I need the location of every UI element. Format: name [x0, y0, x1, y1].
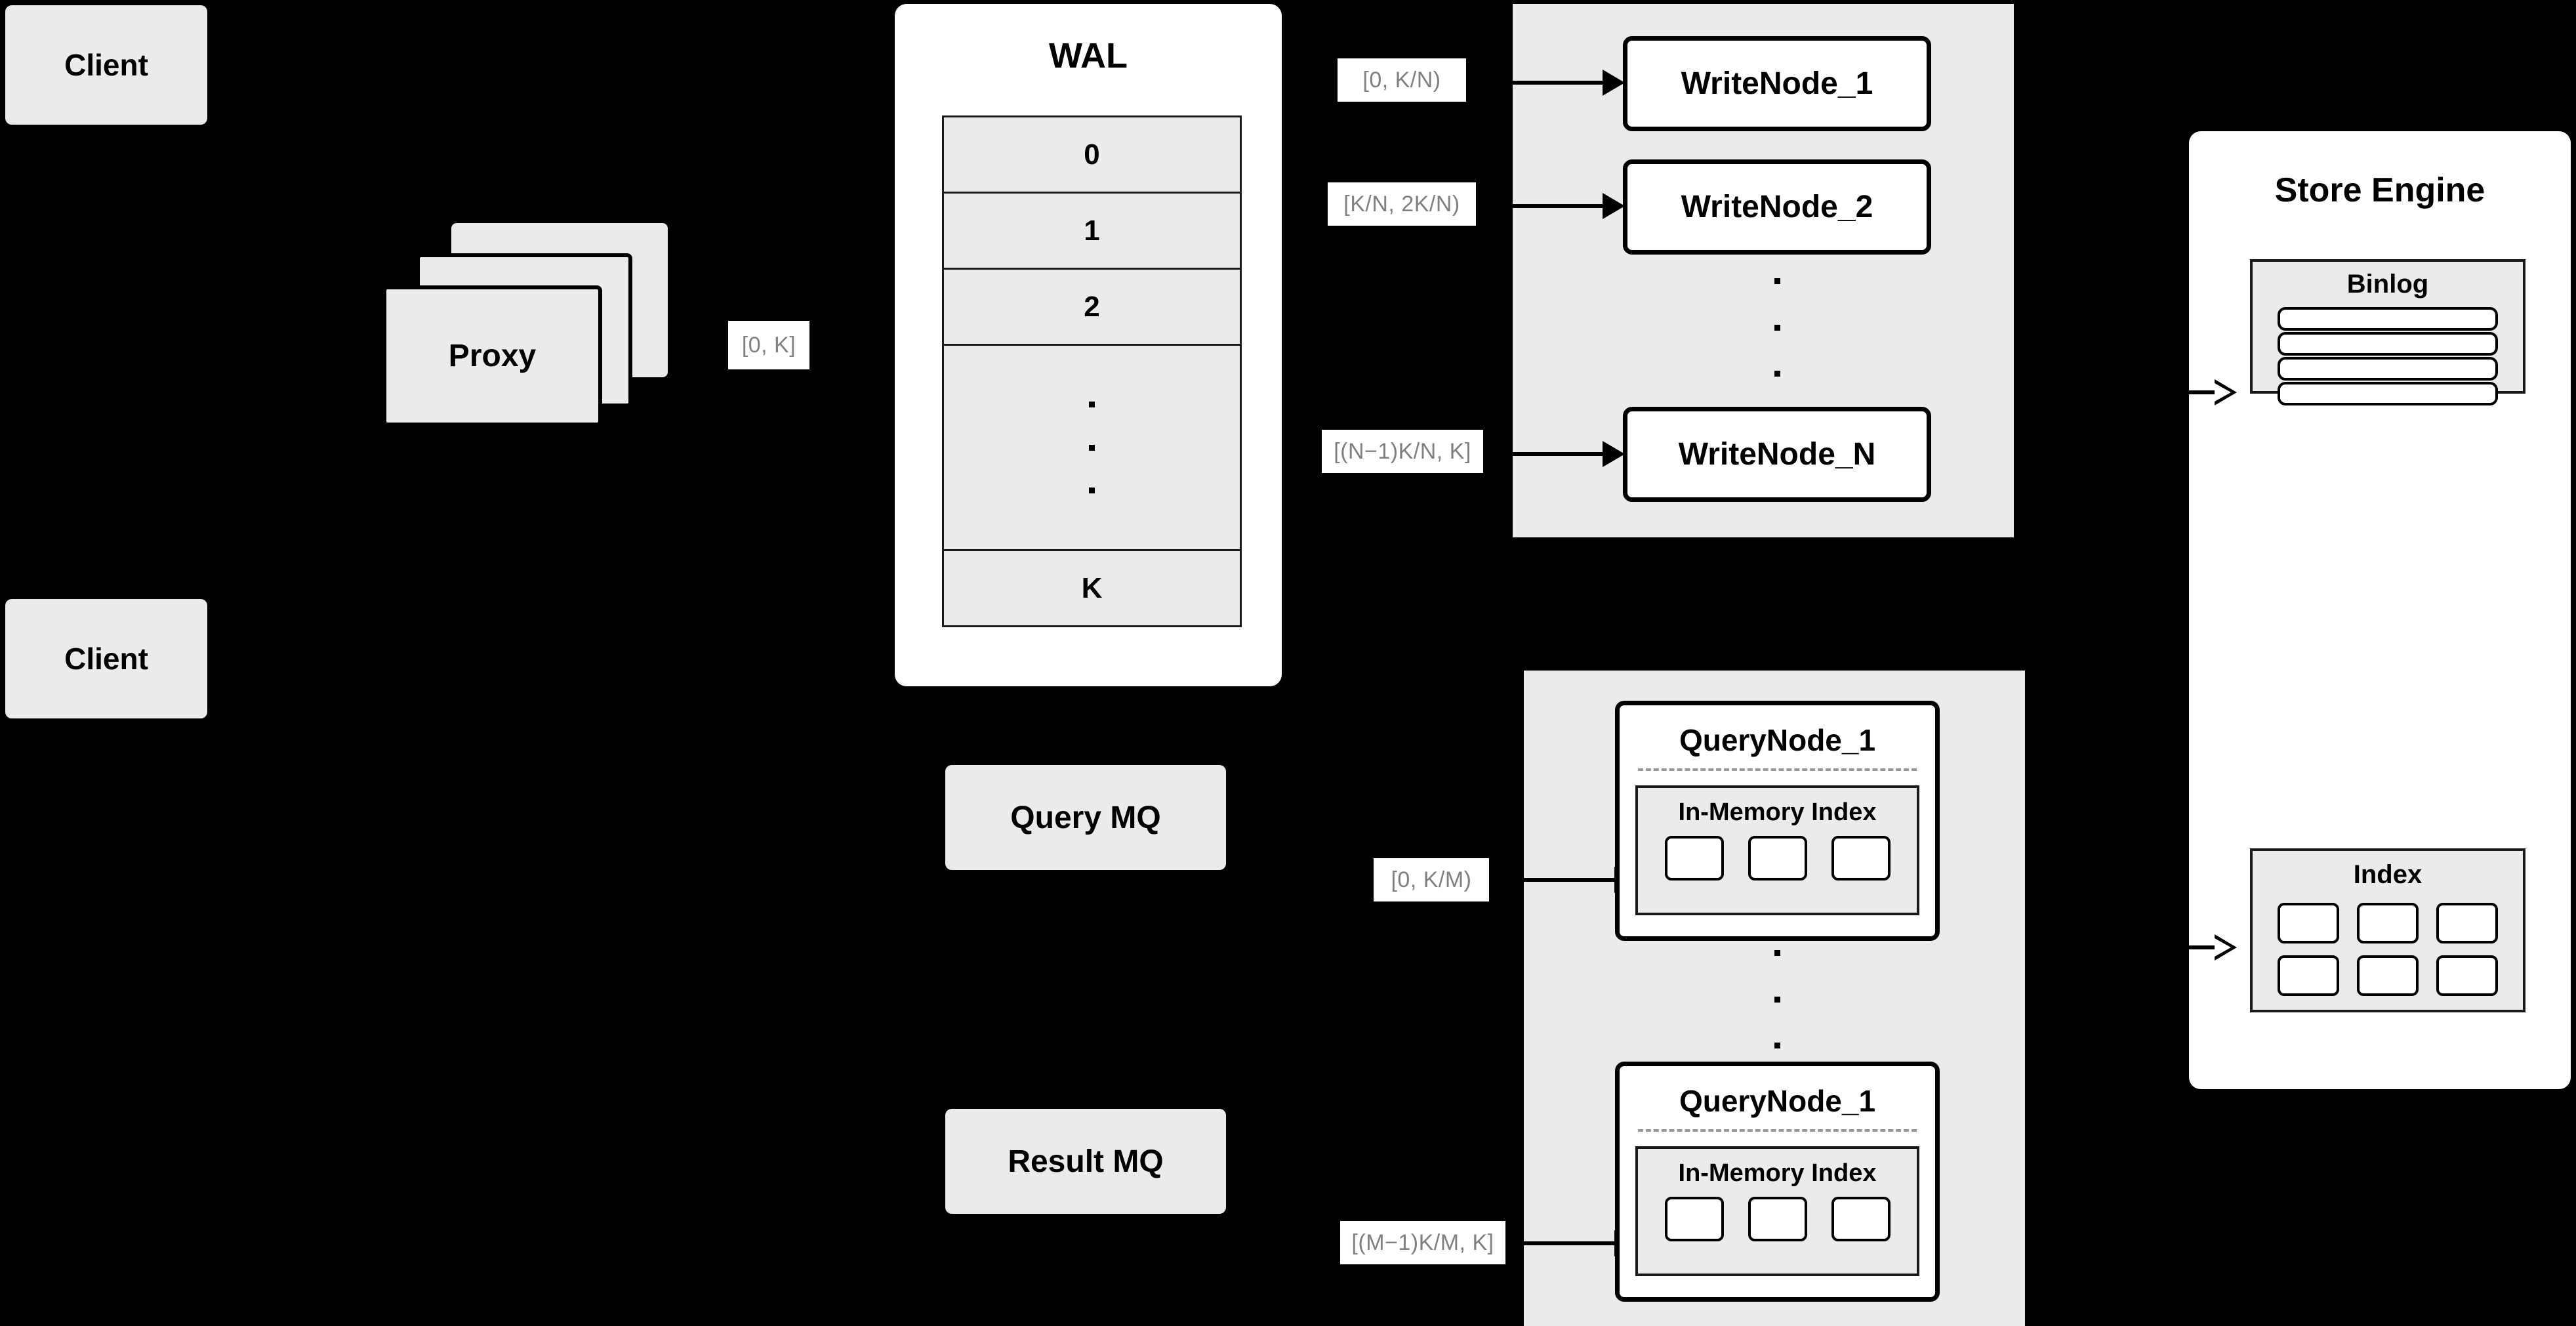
index-cell[interactable]: [1664, 836, 1724, 881]
wal-title: WAL: [1049, 36, 1128, 75]
write-node-label: WriteNode_2: [1681, 190, 1873, 224]
write-node-2-card[interactable]: WriteNode_2: [1623, 159, 1931, 255]
wal-row: 1: [944, 194, 1240, 270]
query-node-m-range-label: [(M−1)K/M, K]: [1340, 1221, 1505, 1264]
store-engine-container: Store Engine Binlog Index: [2189, 131, 2571, 1089]
wal-table: 0 1 2 K: [942, 115, 1242, 627]
client-box-top[interactable]: Client: [5, 5, 207, 125]
binlog-row[interactable]: [2278, 357, 2498, 381]
index-cell[interactable]: [2278, 955, 2339, 996]
write-node-n-range-label: [(N−1)K/N, K]: [1322, 430, 1483, 473]
write-node-1-card[interactable]: WriteNode_1: [1623, 36, 1931, 131]
index-cell[interactable]: [2357, 955, 2419, 996]
query-node-label: QueryNode_1: [1679, 1084, 1876, 1118]
arrow-to-index: [2157, 934, 2237, 961]
in-memory-index-title: In-Memory Index: [1678, 798, 1877, 826]
wal-container: WAL 0 1 2 K: [895, 4, 1282, 686]
query-node-divider: [1638, 768, 1917, 771]
client-label: Client: [64, 642, 148, 676]
binlog-row[interactable]: [2278, 332, 2498, 356]
in-memory-index-title: In-Memory Index: [1678, 1159, 1877, 1187]
client-label: Client: [64, 48, 148, 82]
index-cell[interactable]: [1748, 836, 1807, 881]
index-cell[interactable]: [1664, 1197, 1724, 1241]
query-node-m-card[interactable]: QueryNode_1 In-Memory Index: [1615, 1062, 1940, 1302]
index-cell[interactable]: [2436, 903, 2498, 943]
proxy-label: Proxy: [448, 339, 537, 373]
index-grid: [2278, 903, 2498, 996]
wal-row: 2: [944, 270, 1240, 346]
binlog-title: Binlog: [2346, 270, 2429, 299]
arrow-to-write-node-n: [1507, 441, 1625, 467]
binlog-row[interactable]: [2278, 307, 2498, 331]
index-title: Index: [2353, 860, 2423, 889]
wal-row: K: [944, 551, 1240, 625]
query-mq-label: Query MQ: [1010, 800, 1161, 835]
query-mq-box[interactable]: Query MQ: [945, 765, 1226, 870]
query-group-ellipsis: [1771, 950, 1783, 1048]
write-node-label: WriteNode_1: [1681, 66, 1873, 101]
in-memory-index-cells: [1638, 836, 1917, 881]
query-node-1-range-label: [0, K/M): [1374, 858, 1489, 901]
arrow-to-write-node-2: [1507, 193, 1625, 219]
index-cell[interactable]: [1748, 1197, 1807, 1241]
write-group-ellipsis: [1771, 278, 1783, 377]
query-node-label: QueryNode_1: [1679, 723, 1876, 757]
index-panel: Index: [2250, 848, 2525, 1012]
write-node-label: WriteNode_N: [1678, 437, 1876, 472]
wal-row-ellipsis: [944, 346, 1240, 551]
index-cell[interactable]: [2436, 955, 2498, 996]
in-memory-index-cells: [1638, 1197, 1917, 1241]
binlog-rows: [2253, 307, 2523, 405]
in-memory-index-panel: In-Memory Index: [1635, 785, 1919, 915]
index-cell[interactable]: [1831, 836, 1891, 881]
index-cell[interactable]: [1831, 1197, 1891, 1241]
in-memory-index-panel: In-Memory Index: [1635, 1146, 1919, 1276]
result-mq-box[interactable]: Result MQ: [945, 1109, 1226, 1214]
arrow-to-write-node-1: [1507, 70, 1625, 96]
wal-row: 0: [944, 117, 1240, 194]
store-engine-title: Store Engine: [2274, 171, 2485, 209]
query-node-divider: [1638, 1129, 1917, 1132]
proxy-card-front[interactable]: Proxy: [382, 285, 602, 426]
query-node-1-card[interactable]: QueryNode_1 In-Memory Index: [1615, 701, 1940, 941]
binlog-panel: Binlog: [2250, 259, 2525, 405]
result-mq-label: Result MQ: [1008, 1144, 1164, 1179]
write-node-2-range-label: [K/N, 2K/N): [1328, 182, 1476, 226]
write-node-n-card[interactable]: WriteNode_N: [1623, 407, 1931, 502]
index-cell[interactable]: [2278, 903, 2339, 943]
arrow-to-binlog: [2157, 379, 2237, 405]
index-grid-row: [2278, 903, 2498, 943]
index-cell[interactable]: [2357, 903, 2419, 943]
write-node-1-range-label: [0, K/N): [1338, 58, 1466, 102]
binlog-row[interactable]: [2278, 382, 2498, 405]
index-grid-row: [2278, 955, 2498, 996]
proxy-range-label: [0, K]: [728, 321, 809, 369]
client-box-bottom[interactable]: Client: [5, 599, 207, 718]
wal-ellipsis-dots: [1089, 402, 1095, 493]
